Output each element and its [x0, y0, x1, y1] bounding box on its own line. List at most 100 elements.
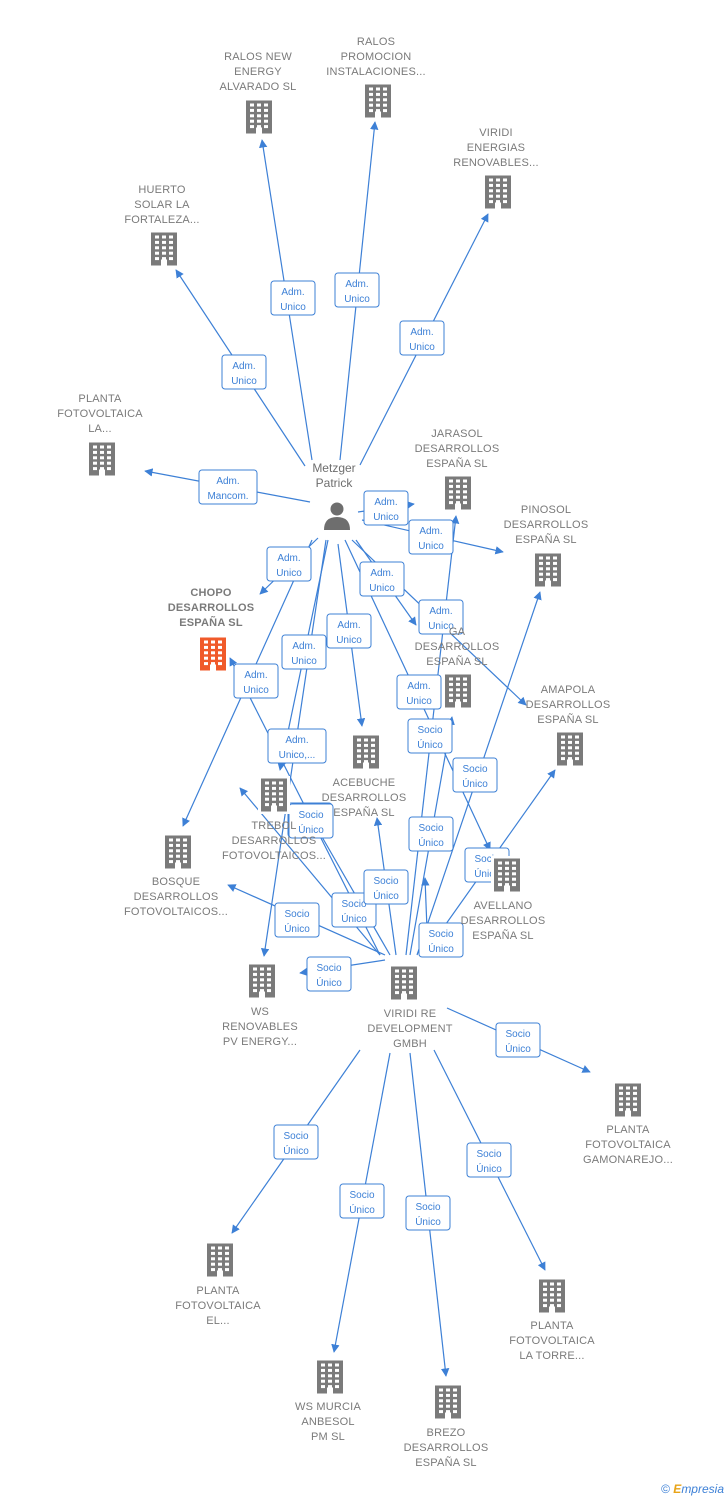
edge-label-ralos_prom[interactable]: Adm.Unico: [334, 272, 380, 308]
edge-label-box: [339, 1183, 385, 1219]
edge-label-box: [274, 902, 320, 938]
edge-label-amapola[interactable]: Adm.Unico: [418, 599, 464, 635]
company-node-ga[interactable]: [442, 672, 474, 710]
building-icon: [391, 966, 417, 1000]
edge-label-text: Socio: [505, 1029, 530, 1040]
edge-label-ga[interactable]: Adm.Unico: [359, 561, 405, 597]
brand-initial: E: [673, 1482, 682, 1496]
edge-label-text: Unico: [373, 512, 399, 523]
company-name-line: DESARROLLOS: [504, 519, 589, 531]
edge-label-text: Adm.: [232, 361, 255, 372]
edge-label-box: [273, 1124, 319, 1160]
company-node-amapola[interactable]: [554, 730, 586, 768]
company-node-acebuche[interactable]: [350, 733, 382, 771]
edge-label-huerto[interactable]: Adm.Unico: [221, 354, 267, 390]
building-icon: [151, 232, 177, 266]
company-name-line: FOTOVOLTAICA: [57, 408, 143, 420]
edge-label-text: Único: [418, 836, 444, 849]
company-name-line: BOSQUE: [152, 876, 200, 888]
company-node-chopo[interactable]: [197, 635, 229, 673]
company-node-viridi_en[interactable]: [482, 173, 514, 211]
company-node-bosque[interactable]: [162, 833, 194, 871]
edge-label-box: [334, 272, 380, 308]
edge-label-box: [466, 1142, 512, 1178]
company-name-line: DESARROLLOS: [404, 1442, 489, 1454]
edge-label-box: [452, 757, 498, 793]
edge-label-acebuche[interactable]: Adm.Unico: [326, 613, 372, 649]
company-node-trebol[interactable]: [258, 776, 290, 814]
building-icon: [200, 637, 226, 671]
edge-label-ralos_new[interactable]: Adm.Unico: [270, 280, 316, 316]
edge-label-box: [363, 869, 409, 905]
edge-label-box: [418, 599, 464, 635]
edge-label-text: Socio: [474, 854, 499, 865]
edge-label-text: Socio: [373, 876, 398, 887]
company-name-line: FORTALEZA...: [124, 214, 199, 226]
brand-name: mpresia: [681, 1482, 724, 1496]
edge-label-ws_renov[interactable]: Adm.Unico,...: [267, 728, 327, 764]
company-node-viridi_re[interactable]: [388, 964, 420, 1002]
edge-label-jarasol[interactable]: Adm.Unico: [363, 490, 409, 526]
edge-label-text: Unico: [344, 294, 370, 305]
company-node-ws_renov[interactable]: [246, 962, 278, 1000]
company-node-gamonarejo[interactable]: [612, 1081, 644, 1119]
company-node-ralos_prom[interactable]: [362, 82, 394, 120]
edge-label-text: Único: [316, 976, 342, 989]
company-node-brezo[interactable]: [432, 1383, 464, 1421]
edge-label-text: Mancom.: [207, 491, 248, 502]
company-name-line: RALOS NEW: [224, 51, 292, 63]
edge-label-text: Único: [373, 889, 399, 902]
edge-label-text: Adm.: [429, 606, 452, 617]
edge-label-text: Adm.: [216, 476, 239, 487]
edge-label-text: Unico: [243, 685, 269, 696]
edge-label-box: [407, 718, 453, 754]
edge-label-viridi_en[interactable]: Adm.Unico: [399, 320, 445, 356]
edge-label-box: [281, 634, 327, 670]
company-name-line: FOTOVOLTAICA: [585, 1139, 671, 1151]
edge-label-trebol[interactable]: Adm.Unico: [281, 634, 327, 670]
company-node-ralos_new[interactable]: [243, 98, 275, 136]
company-node-huerto[interactable]: [148, 230, 180, 268]
company-node-planta_la[interactable]: [86, 440, 118, 478]
company-name-line: DESARROLLOS: [232, 835, 317, 847]
company-node-pinosol[interactable]: [532, 551, 564, 589]
company-name-line: VIRIDI RE: [384, 1008, 437, 1020]
edge-label-planta_la[interactable]: Adm. Mancom.: [198, 469, 258, 505]
edge-label-bosque[interactable]: Adm.Unico: [233, 663, 279, 699]
edge-label-text: Unico: [409, 342, 435, 353]
company-name-line: ALVARADO SL: [220, 81, 297, 93]
edge-label-chopo[interactable]: Adm.Unico: [266, 546, 312, 582]
company-name-line: LA...: [88, 423, 112, 435]
company-node-planta_el[interactable]: [204, 1241, 236, 1279]
company-name-line: PLANTA: [78, 393, 122, 405]
edge-label-text: Unico: [336, 635, 362, 646]
company-name-line: ESPAÑA SL: [515, 533, 577, 546]
company-node-avellano[interactable]: [491, 856, 523, 894]
company-name-line: ACEBUCHE: [333, 777, 396, 789]
company-node-ws_murcia[interactable]: [314, 1358, 346, 1396]
edge-label-avellano[interactable]: Adm.Unico: [396, 674, 442, 710]
edge-label-text: Adm.: [419, 526, 442, 537]
company-node-jarasol[interactable]: [442, 474, 474, 512]
company-node-la_torre[interactable]: [536, 1277, 568, 1315]
company-name-line: FOTOVOLTAICA: [509, 1335, 595, 1347]
company-name-line: ANBESOL: [301, 1416, 354, 1428]
edge-label-text: Socio: [316, 963, 341, 974]
edge-label-text: Único: [428, 942, 454, 955]
edge-label-pinosol[interactable]: Adm.Unico: [408, 519, 454, 555]
